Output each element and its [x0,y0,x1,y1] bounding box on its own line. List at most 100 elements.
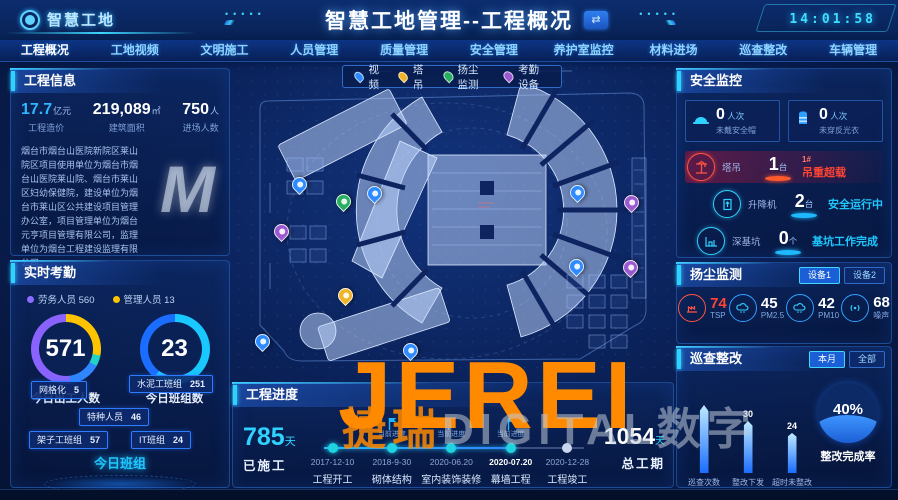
elapsed-value: 785 [243,423,285,451]
legend-item: 管理人员 13 [112,292,175,306]
safety-card-未穿反光衣: 0 人次未穿反光衣 [788,100,883,142]
flag-icon [388,417,398,431]
stat-value: 17.7亿元 [21,101,72,118]
teams-donut-label: 今日班组数 [145,393,204,405]
milestone-dot [562,443,573,453]
gauge-value: 40% [832,400,864,418]
nav-item-材料进场[interactable]: 材料进场 [649,43,698,57]
map-filter-视频[interactable]: 视频 [352,62,383,92]
milestone-name: 工程开工 [312,475,353,486]
teams-count: 23 [161,335,188,362]
pin-icon [396,69,411,84]
card-value: 0 人次 [819,106,848,123]
gauge-label: 整改完成率 [820,451,876,463]
elapsed-label: 已施工 [243,459,287,473]
flag-icon [507,417,517,431]
milestone-date: 2018-9-30 [372,457,412,467]
nav-item-工地视频[interactable]: 工地视频 [110,43,159,57]
header: 智慧工地 ••••• 智慧工地管理--工程概况 ⇄ ••••• 14:01:58 [0,0,898,40]
noise-icon [841,294,870,322]
elapsed-unit: 天 [284,436,296,448]
row-label: 塔吊 [722,163,742,174]
total-label: 总工期 [621,457,665,471]
milestone-date: 2020-07.20 [489,457,533,467]
nav-item-巡查整改[interactable]: 巡查整改 [739,43,788,57]
milestone-dot [505,443,516,453]
main-nav: 工程概况 工地视频 文明施工 人员管理 质量管理 安全管理 养护室监控 材料进场 巡查整改 车辆管… [0,40,898,62]
vest-icon [795,111,813,131]
workers-count: 571 [45,335,86,362]
logo-underline [6,32,196,34]
nav-item-养护室监控[interactable]: 养护室监控 [553,43,614,57]
metric-value: 45 [760,294,778,312]
milestone-date: 2020-06.20 [429,457,473,467]
card-value: 0 人次 [716,106,745,123]
bar-shape [699,405,709,473]
toggle-button[interactable]: ⇄ [584,11,608,29]
bottom-strip [0,489,898,500]
metric-value: 42 [818,294,835,312]
glow-ellipse [775,249,801,255]
dust-tab-设备1[interactable]: 设备1 [798,267,840,284]
map-filter-塔吊[interactable]: 塔吊 [396,62,427,92]
completion-gauge: 40% 整改完成率 [811,377,885,491]
bar-shape [787,433,797,473]
app-logo: 智慧工地 [20,9,115,30]
total-value: 1054 [603,423,655,449]
inspection-tab-本月[interactable]: 本月 [808,351,845,368]
row-label: 升降机 [748,200,777,211]
nav-item-文明施工[interactable]: 文明施工 [200,43,249,57]
bar-label: 巡查次数 [688,478,720,487]
nav-item-人员管理[interactable]: 人员管理 [290,43,339,57]
nav-item-车辆管理[interactable]: 车辆管理 [829,43,878,57]
inspection-tab-全部[interactable]: 全部 [848,351,885,368]
panel-title: 安全监控 [677,69,891,93]
map-filter-扬尘监测[interactable]: 扬尘监测 [441,62,489,92]
deco-dots: ••••• [225,9,266,19]
metric-label: PM10 [818,310,840,320]
flag-label: 当前进度 [437,431,466,438]
flag-label: 当前进度 [496,431,525,438]
milestone-name: 室内装饰装修 [421,475,482,486]
bar-label: 整改下发 [732,478,764,487]
metric-value: 68 [873,293,890,311]
crane-icon [687,153,715,181]
nav-item-工程概况[interactable]: 工程概况 [20,43,69,57]
milestone-date: 2020-12-28 [545,457,590,467]
card-label: 未戴安全帽 [716,126,756,135]
nav-item-质量管理[interactable]: 质量管理 [380,43,429,57]
deco-dots: ••••• [634,9,675,19]
nav-item-安全管理[interactable]: 安全管理 [469,43,518,57]
map-filter-考勤设备[interactable]: 考勤设备 [501,62,549,92]
milestone-dot [386,443,397,453]
glow-ellipse [765,175,791,181]
total-days: 1054天 总工期 [589,409,665,487]
panel-title: 工程信息 [11,69,229,93]
card-text: 0 人次未戴安全帽 [716,106,756,136]
bar-巡查次数: 巡查次数 [688,393,720,487]
project-stat: 750人进场人数 [182,101,219,134]
workers-donut-chart: 571 [30,314,101,384]
tsp-icon [678,294,707,322]
page-title: 智慧工地管理--工程概况 [325,10,573,33]
dust-tab-设备2[interactable]: 设备2 [843,267,885,284]
metric-label: PM2.5 [760,310,785,320]
metric-value: 74 [710,294,727,312]
milestone-name: 幕墙工程 [490,475,531,486]
